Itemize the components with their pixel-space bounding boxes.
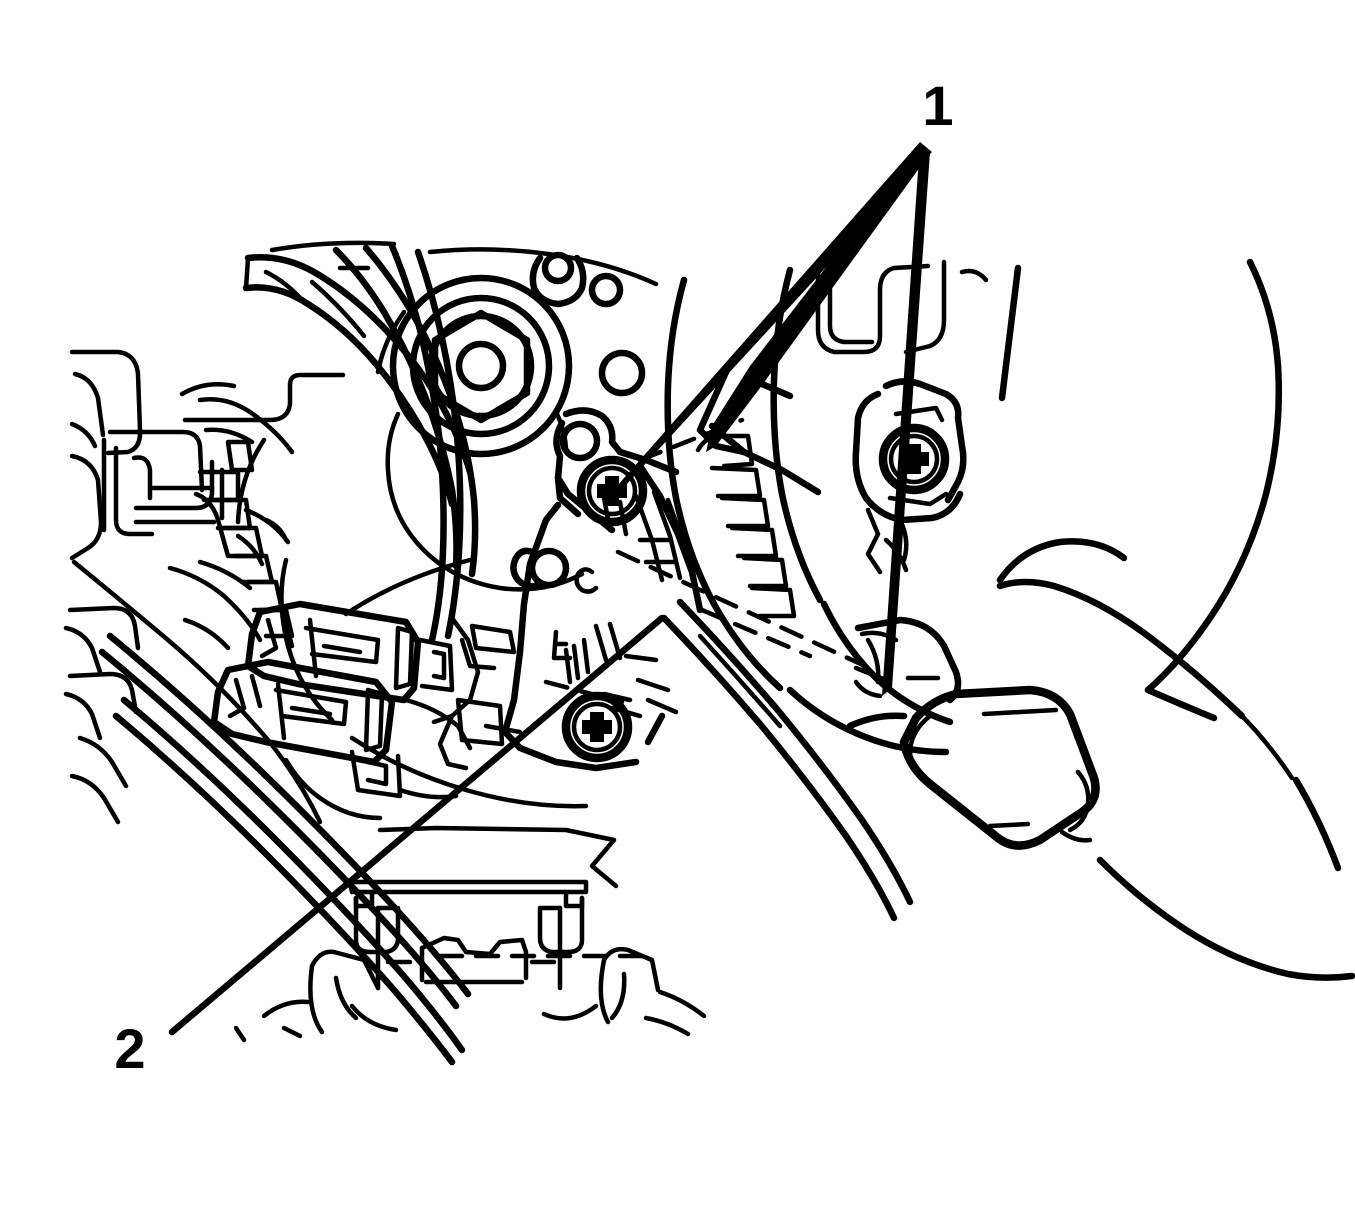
- center-cable-group: [660, 598, 914, 922]
- phillips-screws-group: [561, 423, 950, 763]
- hole-small-mid: [598, 349, 646, 397]
- screw-lower: [561, 691, 633, 763]
- hidden-lines-group: [437, 417, 881, 959]
- holes-group: [529, 251, 646, 397]
- left-bulkhead-group: [69, 349, 346, 825]
- callout-1-leader: [609, 142, 932, 696]
- hole-small-upper: [588, 272, 624, 308]
- hose-bundle-group: [167, 242, 479, 651]
- callout-label-2: 2: [114, 1017, 145, 1080]
- reservoir-canister-group: [846, 616, 1100, 850]
- callout-2-leader: [168, 614, 666, 1036]
- right-rail-group: [664, 259, 989, 756]
- lower-cable-run-group: [63, 605, 472, 1066]
- screw-right: [878, 423, 950, 495]
- engine-cover-group: [235, 240, 659, 809]
- hole-small-top: [541, 251, 575, 285]
- body-panel-group: [996, 258, 1355, 981]
- callout-label-1: 1: [922, 74, 953, 137]
- callout-labels-group: 1 2: [114, 74, 953, 1080]
- electrical-connector-upper: [244, 600, 455, 704]
- lower-bracket-mount-group: [233, 825, 707, 1043]
- electrical-connector-lower: [210, 658, 403, 799]
- hex-bolt-assembly-group: [375, 274, 585, 592]
